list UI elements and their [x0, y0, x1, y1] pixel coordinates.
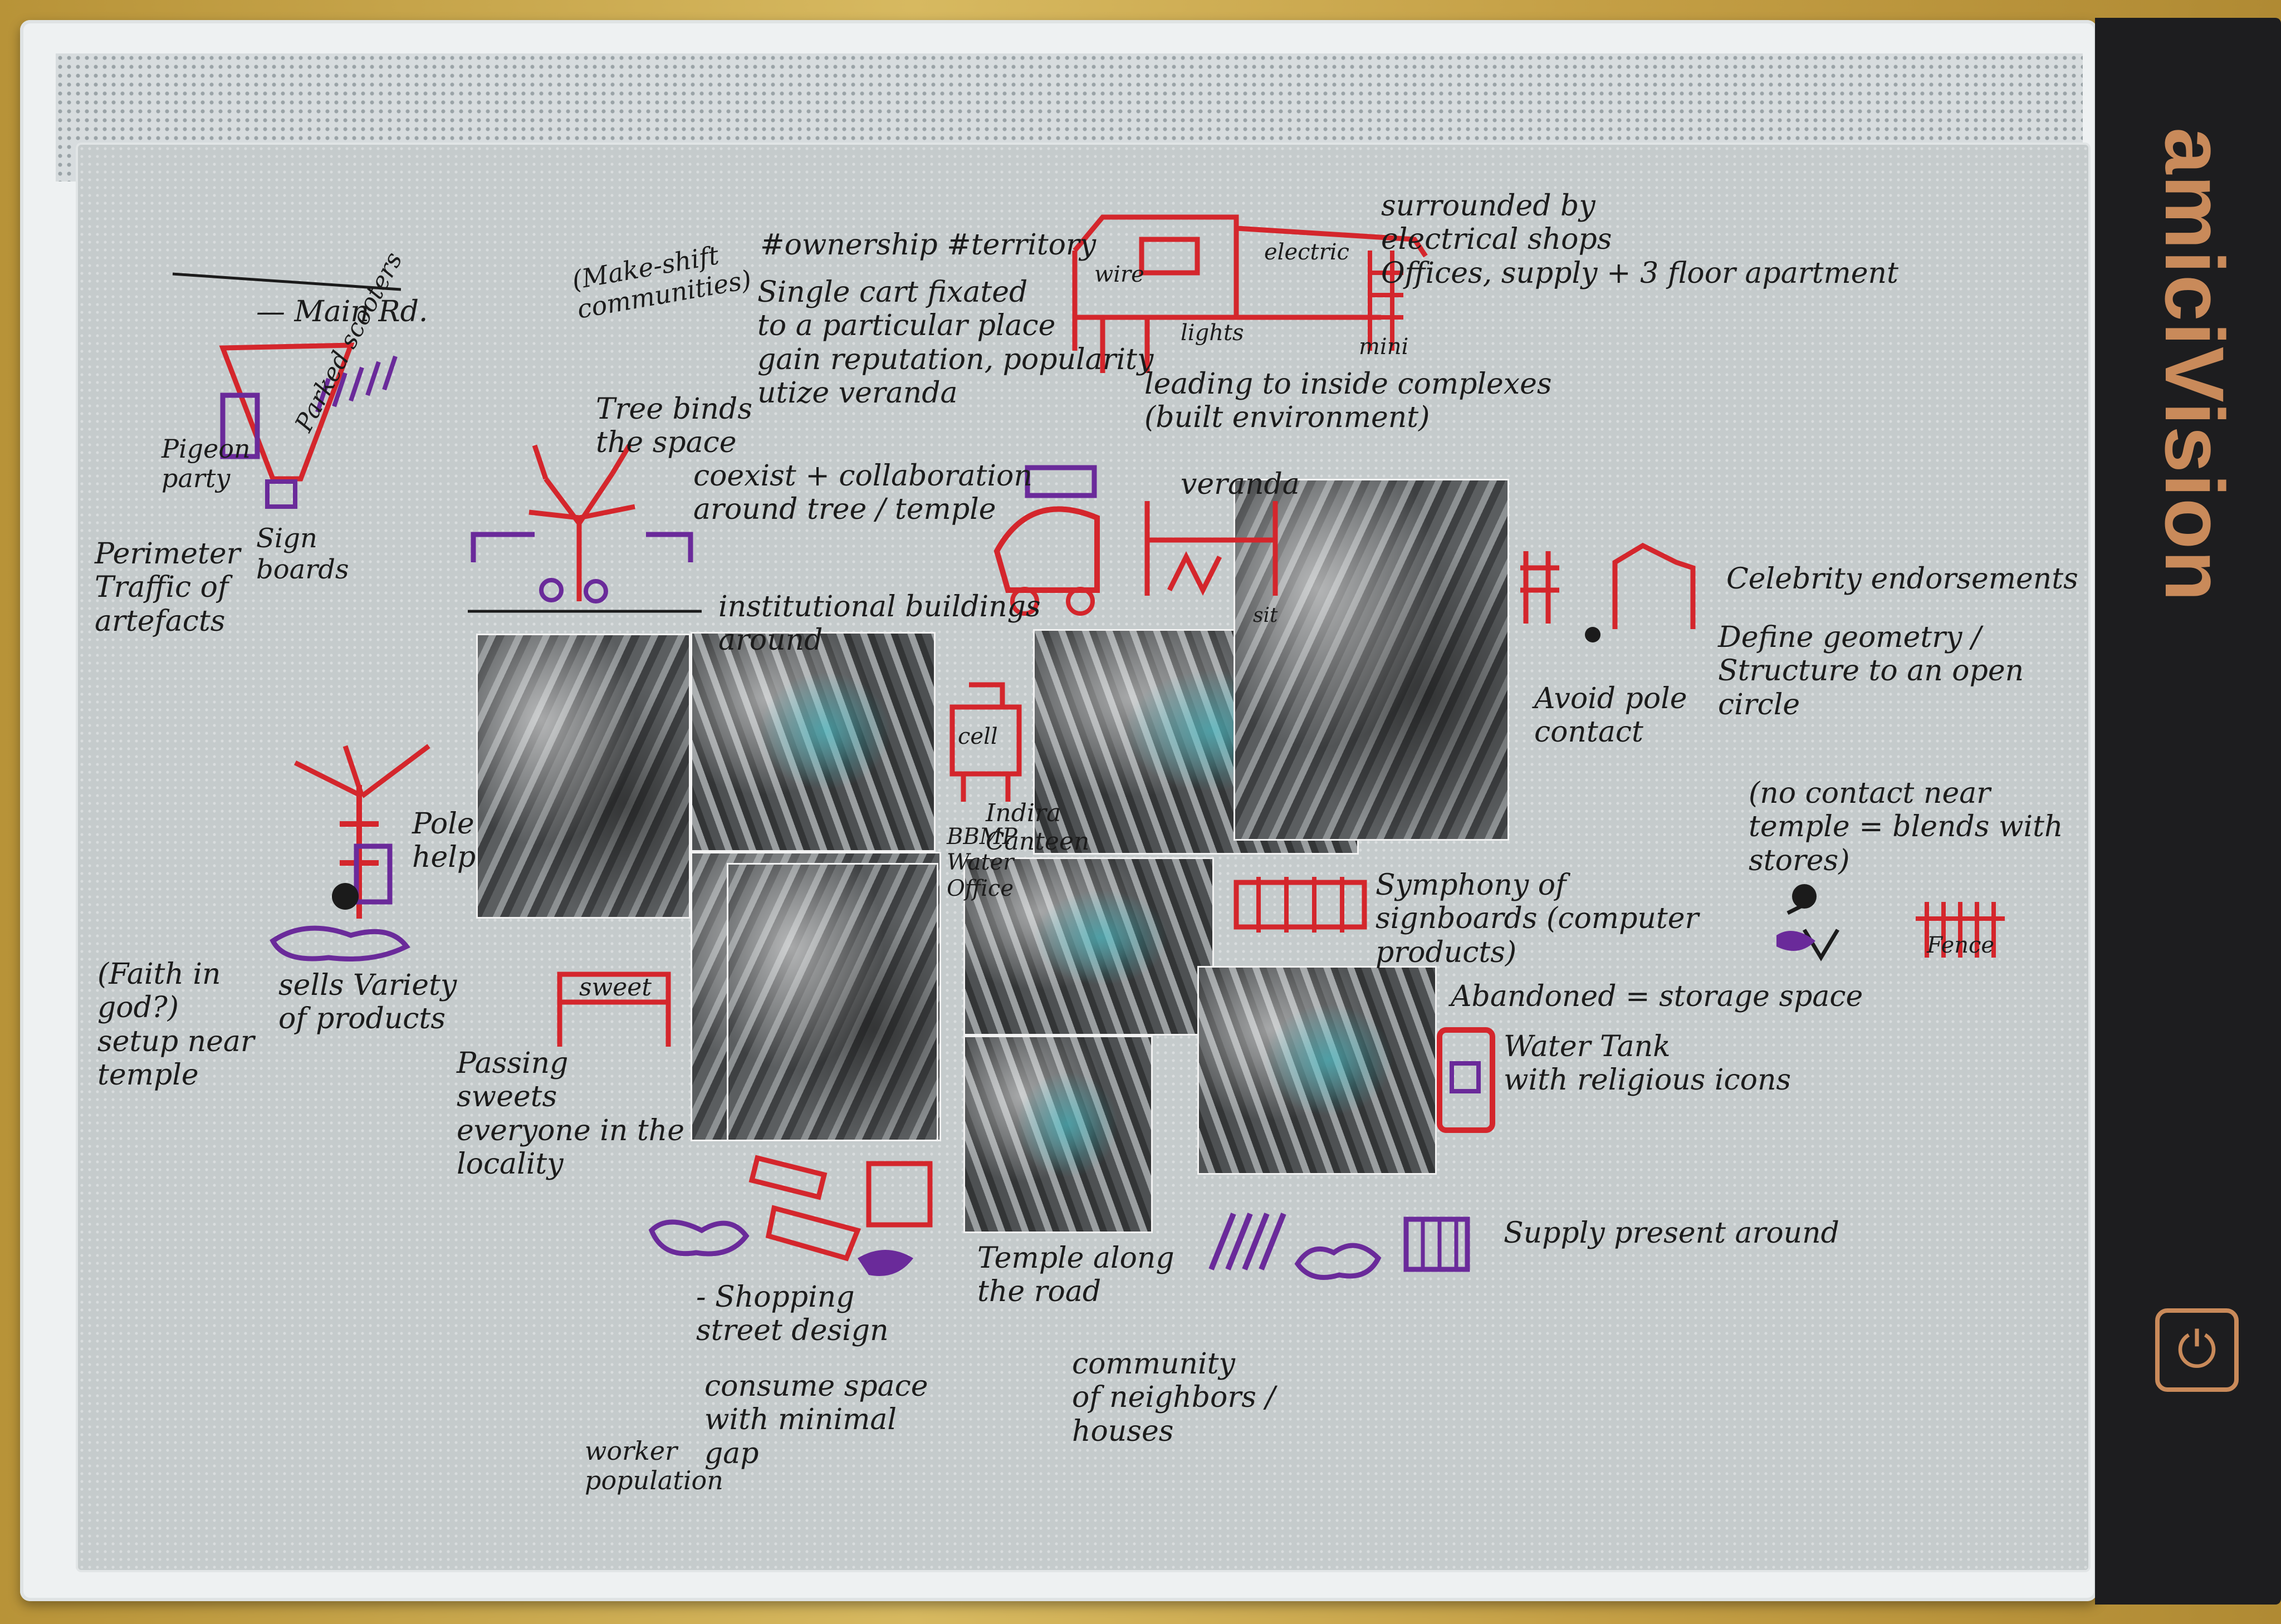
note-faith: (Faith in god?) setup near temple [97, 958, 254, 1092]
pole-sketch [1520, 542, 1696, 642]
pole-help-sketch [270, 744, 430, 961]
sweet-stall-sketch [557, 972, 671, 1047]
cell-booth-sketch [949, 682, 1022, 802]
sign-lights: lights [1181, 320, 1244, 346]
collage-photo-market [476, 634, 691, 919]
note-sweet: sweet [579, 973, 652, 1002]
brand-name: amiciVision [2147, 127, 2241, 602]
sign-mini: mini [1359, 334, 1409, 360]
note-sit: sit [1253, 604, 1278, 627]
note-bbmp: BBMP Water Office [947, 824, 1017, 901]
note-sign-boards: Sign boards [256, 523, 349, 585]
note-main-rd: — Main Rd. [256, 295, 428, 328]
water-tank-sketch [1437, 1027, 1495, 1133]
collage-photo-building-veranda [1233, 479, 1509, 841]
sign-electric: electric [1264, 239, 1349, 265]
collage-photo-water-tank [1197, 966, 1437, 1175]
note-community: community of neighbors / houses [1072, 1347, 1275, 1448]
note-avoid-pole: Avoid pole contact [1534, 682, 1687, 749]
corner-shop-sketch [1072, 214, 1428, 373]
collage-photo-temple-road [963, 1036, 1153, 1233]
note-symphony: Symphony of signboards (computer product… [1376, 869, 1699, 969]
note-supply: Supply present around [1504, 1216, 1839, 1250]
note-ownership: #ownership #territory [760, 228, 1097, 262]
note-pigeon-party: Pigeon party [161, 434, 251, 494]
collage-photo-street-lane [727, 863, 938, 1141]
sign-wire: wire [1094, 262, 1144, 287]
fence-sketch [1776, 884, 2005, 961]
note-perimeter: Perimeter Traffic of artefacts [95, 537, 241, 638]
tree-shelter-sketch [468, 444, 702, 613]
note-define-geometry: Define geometry / Structure to an open c… [1718, 621, 2024, 722]
shopping-street-sketch [648, 1155, 933, 1276]
note-fence: Fence [1927, 933, 1995, 958]
signboard-symphony-sketch [1233, 877, 1367, 933]
note-celebrity: Celebrity endorsements [1726, 562, 2078, 596]
cart-veranda-sketch [993, 465, 1278, 616]
note-surrounded: surrounded by electrical shops Offices, … [1381, 189, 1898, 290]
note-institutional: institutional buildings around [718, 590, 1041, 658]
note-sells: sells Variety of products [278, 969, 457, 1036]
note-veranda: veranda [1181, 468, 1300, 501]
note-abandoned: Abandoned = storage space [1451, 980, 1863, 1013]
note-worker: worker population [585, 1436, 723, 1496]
collage-photo-signboards [963, 857, 1214, 1036]
main-road-sketch [172, 272, 402, 509]
note-single-cart: Single cart fixated to a particular plac… [757, 276, 1154, 410]
note-tree-binds: Tree binds the space [596, 392, 752, 460]
note-cell: cell [958, 724, 998, 749]
supply-goods-sketch [1208, 1213, 1470, 1280]
note-water-tank: Water Tank with religious icons [1504, 1030, 1791, 1097]
note-shopping: - Shopping street design [696, 1280, 889, 1348]
collage-photo-institutional [691, 632, 936, 852]
note-temple-road: Temple along the road [977, 1242, 1174, 1309]
note-passing: Passing sweets everyone in the locality [457, 1047, 685, 1181]
device-side-panel [2095, 18, 2281, 1605]
note-coexist: coexist + collaboration around tree / te… [693, 459, 1032, 527]
brand-logo: amiciVision [2133, 127, 2255, 602]
note-indira: Indira Canteen [986, 799, 1090, 856]
power-button-icon: ⏻ [2177, 1321, 2217, 1379]
note-no-contact: (no contact near temple = blends with st… [1749, 777, 2063, 877]
note-consume: consume space with minimal gap [704, 1370, 928, 1470]
power-button[interactable]: ⏻ [2155, 1308, 2239, 1392]
note-pole-help: Pole help [412, 807, 476, 875]
note-leading: leading to inside complexes (built envir… [1144, 367, 1552, 435]
